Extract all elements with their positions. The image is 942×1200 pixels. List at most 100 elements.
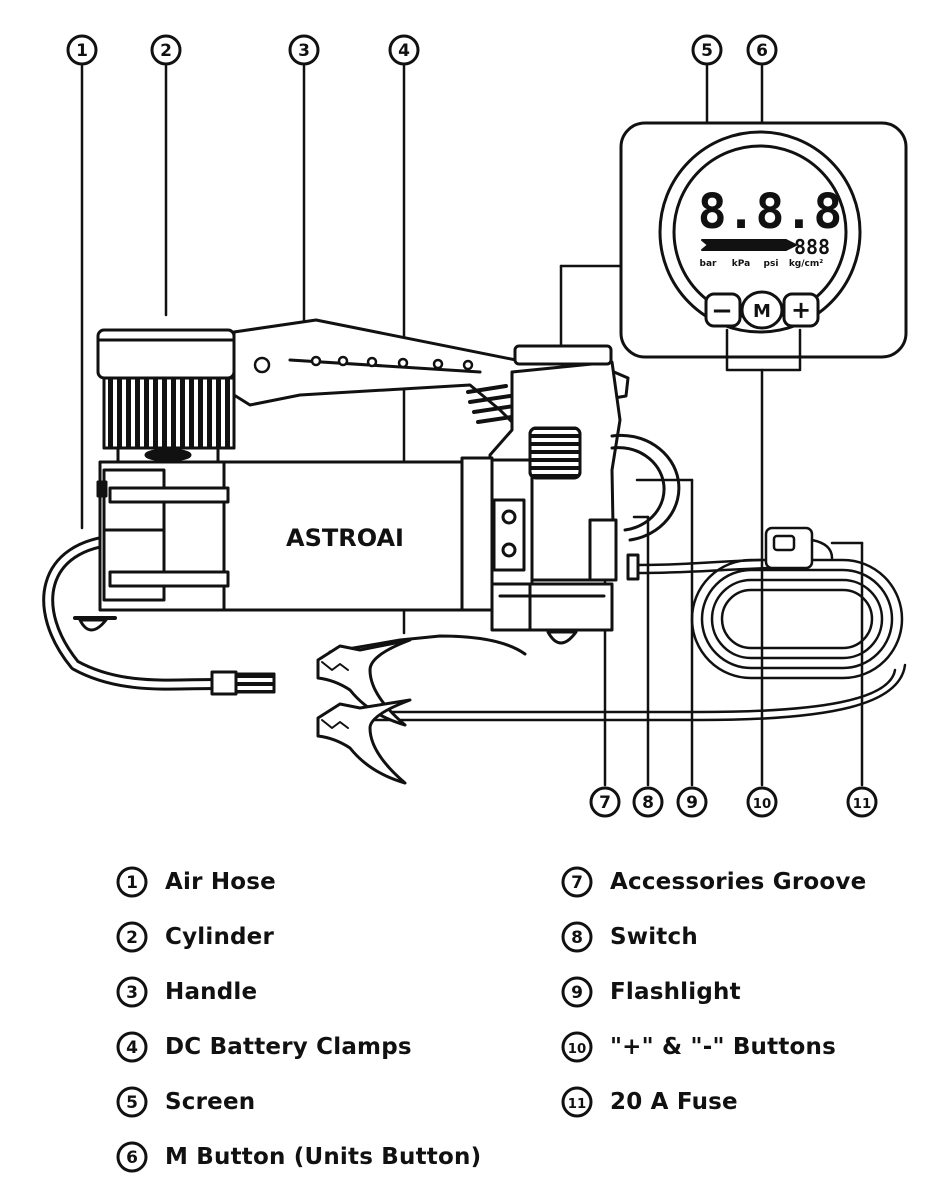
callout-1-badge: 1: [66, 34, 98, 66]
callout-number: 7: [599, 793, 611, 813]
callout-number: 10: [568, 1042, 586, 1057]
legend-label: M Button (Units Button): [165, 1144, 482, 1170]
legend-number-icon: 8: [561, 921, 593, 953]
callout-number: 9: [686, 793, 698, 813]
legend-label: Screen: [165, 1089, 256, 1115]
legend-number-badge: 9: [560, 975, 594, 1009]
legend-number-badge: 7: [560, 865, 594, 899]
screen-inset: [619, 121, 908, 372]
control-housing: [460, 344, 681, 632]
legend-number-badge: 3: [115, 975, 149, 1009]
legend-item-dc-battery-clamps: 4 DC Battery Clamps: [115, 1030, 412, 1064]
callout-1-badge: 1: [116, 866, 148, 898]
callout-3-badge: 3: [116, 976, 148, 1008]
air-hose: [42, 534, 276, 696]
legend-number-icon: 4: [116, 1031, 148, 1063]
callout-2-badge: 2: [116, 921, 148, 953]
legend-label: Flashlight: [610, 979, 741, 1005]
callout-6-badge: 6: [116, 1141, 148, 1173]
callout-4-badge: 4: [116, 1031, 148, 1063]
legend-label: Accessories Groove: [610, 869, 867, 895]
callout-number: 5: [126, 1093, 138, 1113]
callout-number: 11: [853, 797, 871, 812]
callout-6-badge: 6: [746, 34, 778, 66]
callout-number: 4: [398, 41, 410, 61]
legend-label: Air Hose: [165, 869, 276, 895]
screen-unit-kpa: kPa: [732, 259, 750, 269]
screen-unit-kgcm: kg/cm²: [789, 259, 823, 269]
legend-item-plus-minus-buttons: 10 "+" & "-" Buttons: [560, 1030, 836, 1064]
legend-item-m-button: 6 M Button (Units Button): [115, 1140, 481, 1174]
legend-number-icon: 6: [116, 1141, 148, 1173]
screen-small-digits: 888: [794, 235, 830, 259]
legend-item-fuse: 11 20 A Fuse: [560, 1085, 738, 1119]
minus-button: −: [704, 292, 742, 328]
svg-text:M: M: [753, 301, 771, 322]
legend-number-icon: 3: [116, 976, 148, 1008]
svg-text:−: −: [711, 296, 733, 326]
screen-unit-psi: psi: [764, 259, 779, 269]
callout-number: 8: [642, 793, 654, 813]
callout-number: 10: [753, 797, 771, 812]
callout-number: 7: [571, 873, 583, 893]
legend-item-flashlight: 9 Flashlight: [560, 975, 741, 1009]
legend-number-icon: 9: [561, 976, 593, 1008]
legend-number-icon: 11: [561, 1086, 593, 1118]
callout-number: 3: [298, 41, 310, 61]
callout-4-badge: 4: [388, 34, 420, 66]
legend-label: 20 A Fuse: [610, 1089, 738, 1115]
legend-number-badge: 8: [560, 920, 594, 954]
callout-number: 2: [160, 41, 172, 61]
legend-item-accessories-groove: 7 Accessories Groove: [560, 865, 866, 899]
svg-text:+: +: [791, 296, 811, 324]
legend-label: "+" & "-" Buttons: [610, 1034, 836, 1060]
callout-2-badge: 2: [150, 34, 182, 66]
callout-10-badge: 10: [561, 1031, 593, 1063]
legend-number-icon: 10: [561, 1031, 593, 1063]
plus-button: +: [782, 292, 820, 328]
compressor-body: [73, 460, 578, 645]
callout-number: 9: [571, 983, 583, 1003]
legend-number-icon: 1: [116, 866, 148, 898]
callout-5-badge: 5: [691, 34, 723, 66]
legend-item-handle: 3 Handle: [115, 975, 257, 1009]
power-cord: [328, 526, 907, 722]
legend-number-badge: 2: [115, 920, 149, 954]
callout-9-badge: 9: [676, 786, 708, 818]
callout-number: 11: [568, 1097, 586, 1112]
callout-number: 4: [126, 1038, 138, 1058]
cylinder-head: [96, 328, 236, 464]
callout-11-badge: 11: [561, 1086, 593, 1118]
callout-number: 6: [126, 1148, 138, 1168]
m-button: M: [740, 290, 784, 330]
legend-number-badge: 1: [115, 865, 149, 899]
callout-number: 2: [126, 928, 138, 948]
legend-item-screen: 5 Screen: [115, 1085, 255, 1119]
legend-item-air-hose: 1 Air Hose: [115, 865, 276, 899]
callout-number: 5: [701, 41, 713, 61]
callout-7-badge: 7: [589, 786, 621, 818]
callout-number: 3: [126, 983, 138, 1003]
legend-number-icon: 5: [116, 1086, 148, 1118]
callout-3-badge: 3: [288, 34, 320, 66]
callout-5-badge: 5: [116, 1086, 148, 1118]
legend-number-badge: 4: [115, 1030, 149, 1064]
legend-number-badge: 11: [560, 1085, 594, 1119]
callout-number: 6: [756, 41, 768, 61]
legend-number-icon: 2: [116, 921, 148, 953]
brand-text: ASTROAI: [286, 524, 404, 552]
callout-9-badge: 9: [561, 976, 593, 1008]
legend-label: DC Battery Clamps: [165, 1034, 412, 1060]
callout-8-badge: 8: [561, 921, 593, 953]
legend-number-badge: 10: [560, 1030, 594, 1064]
legend-item-switch: 8 Switch: [560, 920, 698, 954]
legend-item-cylinder: 2 Cylinder: [115, 920, 274, 954]
legend-label: Switch: [610, 924, 698, 950]
screen-unit-bar: bar: [700, 259, 718, 269]
callout-number: 1: [76, 41, 88, 61]
legend-label: Handle: [165, 979, 258, 1005]
callout-badges: 1 2 3 4 5 6 7 8 9 10 11: [66, 34, 878, 818]
battery-clamps: [316, 634, 527, 785]
legend-label: Cylinder: [165, 924, 275, 950]
air-compressor-diagram: ASTROAI 8.8.8 888 bar kPa psi kg/cm² − M…: [42, 34, 908, 818]
